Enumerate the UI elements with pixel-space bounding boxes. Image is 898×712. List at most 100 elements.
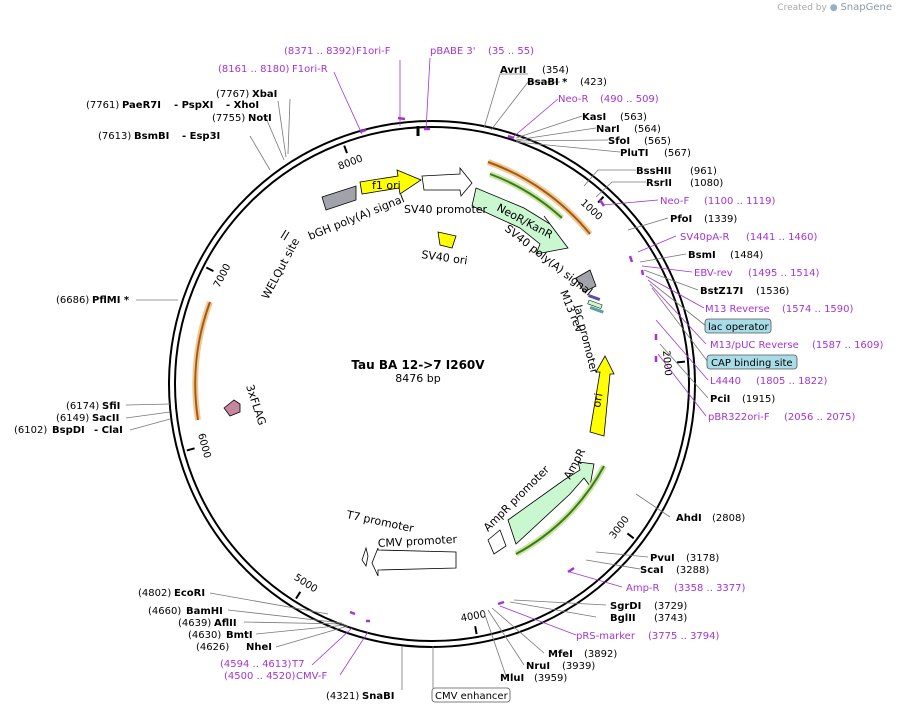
primer-prs-marker: pRS-marker	[576, 631, 636, 642]
site-rsrii: RsrII	[646, 178, 672, 189]
feature-f1-ori: f1 ori	[359, 169, 422, 195]
site-bspdi: BspDI	[52, 425, 85, 436]
tick-2000	[676, 360, 686, 364]
cmv-enhancer-label: CMV enhancer	[435, 691, 509, 702]
site-nrui: NruI	[526, 661, 550, 672]
site-bspdi-pos: (6102)	[14, 425, 47, 436]
feature-ampr-promoter	[487, 529, 507, 555]
cap-site-label: CAP binding site	[711, 358, 793, 369]
cmv-promoter-label: CMV promoter	[377, 533, 457, 550]
cmv-enhancer-box	[431, 687, 511, 703]
site-clai: - ClaI	[94, 425, 123, 436]
feature-t7-arrow	[361, 546, 369, 568]
site-noti: NotI	[248, 113, 272, 124]
site-ecori: EcoRI	[174, 588, 205, 599]
primer-neo-r: Neo-R	[558, 94, 589, 105]
tick-3000	[626, 532, 635, 540]
primer-cmv-f: CMV-F	[296, 671, 327, 682]
site-bsmbi-pos: (7613)	[98, 131, 131, 142]
primer-amp-r-range: (3358 .. 3377)	[674, 583, 746, 594]
feature-ori-arrow	[589, 355, 615, 437]
site-scai: ScaI	[640, 565, 664, 576]
site-pflmi-pos: (6686)	[56, 295, 89, 306]
primer-f1ori-r: F1ori-R	[292, 64, 328, 75]
tick-label-4000: 4000	[460, 609, 487, 624]
site-noti-pos: (7755)	[212, 113, 245, 124]
site-sacii: SacII	[92, 413, 119, 424]
site-mlui-pos: (3959)	[534, 673, 567, 684]
site-pluti: PluTI	[620, 148, 648, 159]
primer-t7: T7	[291, 659, 304, 670]
snapgene-credit: Created by ● SnapGene	[777, 2, 892, 13]
site-paer7i-pos: (7761)	[86, 100, 119, 111]
site-sfii-pos: (6174)	[66, 401, 99, 412]
f1-ori-label: f1 ori	[372, 179, 401, 192]
feature-3xflag-arrow	[223, 399, 241, 417]
site-xbai-pos: (7767)	[216, 89, 249, 100]
site-bamhi: BamHI	[186, 606, 223, 617]
site-paer7i: PaeR7I	[122, 100, 161, 111]
site-mlui: MluI	[500, 673, 524, 684]
site-sgrdi-pos: (3729)	[654, 601, 687, 612]
site-bsshii: BssHII	[636, 166, 671, 177]
primer-f1ori-f: F1ori-F	[356, 46, 391, 57]
site-pfoi: PfoI	[670, 214, 692, 225]
site-bsmbi: BsmBI	[134, 131, 169, 142]
feature-ampr-arrow	[507, 461, 595, 545]
site-scai-pos: (3288)	[676, 565, 709, 576]
primer-m13-puc-reverse-range: (1587 .. 1609)	[812, 340, 884, 351]
site-pcii-pos: (1915)	[742, 394, 775, 405]
primer-sv40pa-r: SV40pA-R	[680, 232, 729, 243]
site-ecori-pos: (4802)	[138, 588, 171, 599]
site-bmti: BmtI	[226, 630, 253, 641]
primer-sv40pa-r-range: (1441 .. 1460)	[746, 232, 818, 243]
feature-welqut-mark	[280, 229, 287, 239]
primer-l4440: L4440	[710, 376, 741, 387]
site-bsmi: BsmI	[688, 250, 716, 261]
primer-f1ori-r-range: (8161 .. 8180)	[218, 64, 290, 75]
feature-bgh-block	[321, 185, 357, 211]
feature-sv40-polya-block	[575, 269, 597, 293]
t7-promoter-label: T7 promoter	[344, 508, 415, 535]
lac-promoter-label: lac promoter	[571, 304, 601, 376]
site-bmti-pos: (4630)	[188, 630, 221, 641]
tick-label-7000: 7000	[212, 262, 233, 290]
primer-prs-marker-range: (3775 .. 3794)	[648, 631, 720, 642]
site-bglii-pos: (3743)	[654, 613, 687, 624]
primer-cmv-f-range: (4500 .. 4520)	[224, 671, 296, 682]
site-pvui: PvuI	[650, 553, 675, 564]
primer-m13-reverse: M13 Reverse	[705, 304, 770, 315]
tick-label-3000: 3000	[608, 514, 632, 541]
ori-label: ori	[590, 392, 605, 408]
snapgene-logo-icon: ●	[829, 3, 838, 13]
feature-lac-op-box	[587, 299, 603, 309]
site-pvui-pos: (3178)	[686, 553, 719, 564]
3xflag-label: 3xFLAG	[243, 383, 268, 427]
feature-m13-box	[588, 294, 601, 301]
site-pflmi: PflMI *	[92, 295, 130, 306]
primer-l4440-range: (1805 .. 1822)	[756, 376, 828, 387]
site-kasi: KasI	[582, 112, 606, 123]
tick-label-8000: 8000	[337, 153, 365, 172]
leader-lines	[125, 57, 709, 690]
primer-m13-reverse-range: (1574 .. 1590)	[782, 304, 854, 315]
sv40-promoter-label: SV40 promoter	[404, 203, 488, 216]
site-nari: NarI	[596, 124, 620, 135]
primer-neo-f-range: (1100 .. 1119)	[704, 196, 776, 207]
primer-neo-r-range: (490 .. 509)	[600, 94, 659, 105]
primer-m13-puc-reverse: M13/pUC Reverse	[710, 340, 799, 351]
feature-sv40-promoter-arrow	[421, 166, 473, 197]
site-esp3i: - Esp3I	[182, 131, 220, 142]
plasmid-name: Tau BA 12->7 I260V	[351, 358, 485, 372]
site-ahdi: AhdI	[676, 513, 702, 524]
primer-ebv-rev: EBV-rev	[694, 268, 733, 279]
feature-cap-box	[589, 306, 604, 314]
site-sacii-pos: (6149)	[56, 413, 89, 424]
site-avrii: AvrII	[500, 65, 526, 76]
tick-label-2000: 2000	[660, 350, 673, 376]
site-mfei: MfeI	[548, 649, 573, 660]
site-xhoi: - XhoI	[226, 100, 259, 111]
site-bsabi-pos: (423)	[580, 77, 607, 88]
site-snabi-pos: (4321)	[326, 691, 359, 702]
